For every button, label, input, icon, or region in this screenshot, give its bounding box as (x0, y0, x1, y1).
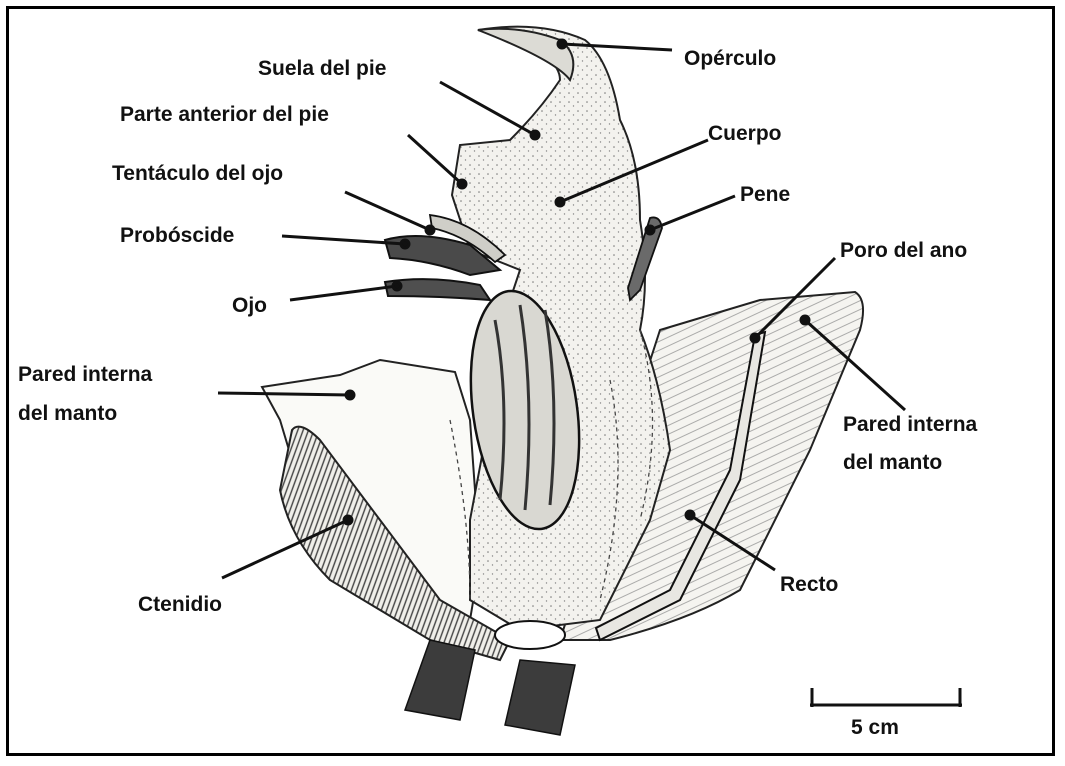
label-pene: Pene (740, 182, 790, 207)
label-recto: Recto (780, 572, 838, 597)
shell-base-right (505, 660, 575, 735)
shell-base-left (405, 640, 475, 720)
scale-bar (810, 688, 962, 707)
label-ctenidio: Ctenidio (138, 592, 222, 617)
label-poro-del-ano: Poro del ano (840, 238, 967, 263)
label-ojo: Ojo (232, 293, 267, 318)
label-parte-anterior-del-pie: Parte anterior del pie (120, 102, 329, 127)
label-pared-interna-izq-2: del manto (18, 401, 117, 426)
label-pared-interna-der-1: Pared interna (843, 412, 977, 437)
label-suela-del-pie: Suela del pie (258, 56, 386, 81)
label-proboscide: Probóscide (120, 223, 234, 248)
label-pared-interna-der-2: del manto (843, 450, 942, 475)
label-cuerpo: Cuerpo (708, 121, 782, 146)
label-tentaculo-del-ojo: Tentáculo del ojo (112, 161, 283, 186)
scale-bar-label: 5 cm (851, 715, 899, 740)
label-pared-interna-izq-1: Pared interna (18, 362, 152, 387)
label-operculo: Opérculo (684, 46, 776, 71)
